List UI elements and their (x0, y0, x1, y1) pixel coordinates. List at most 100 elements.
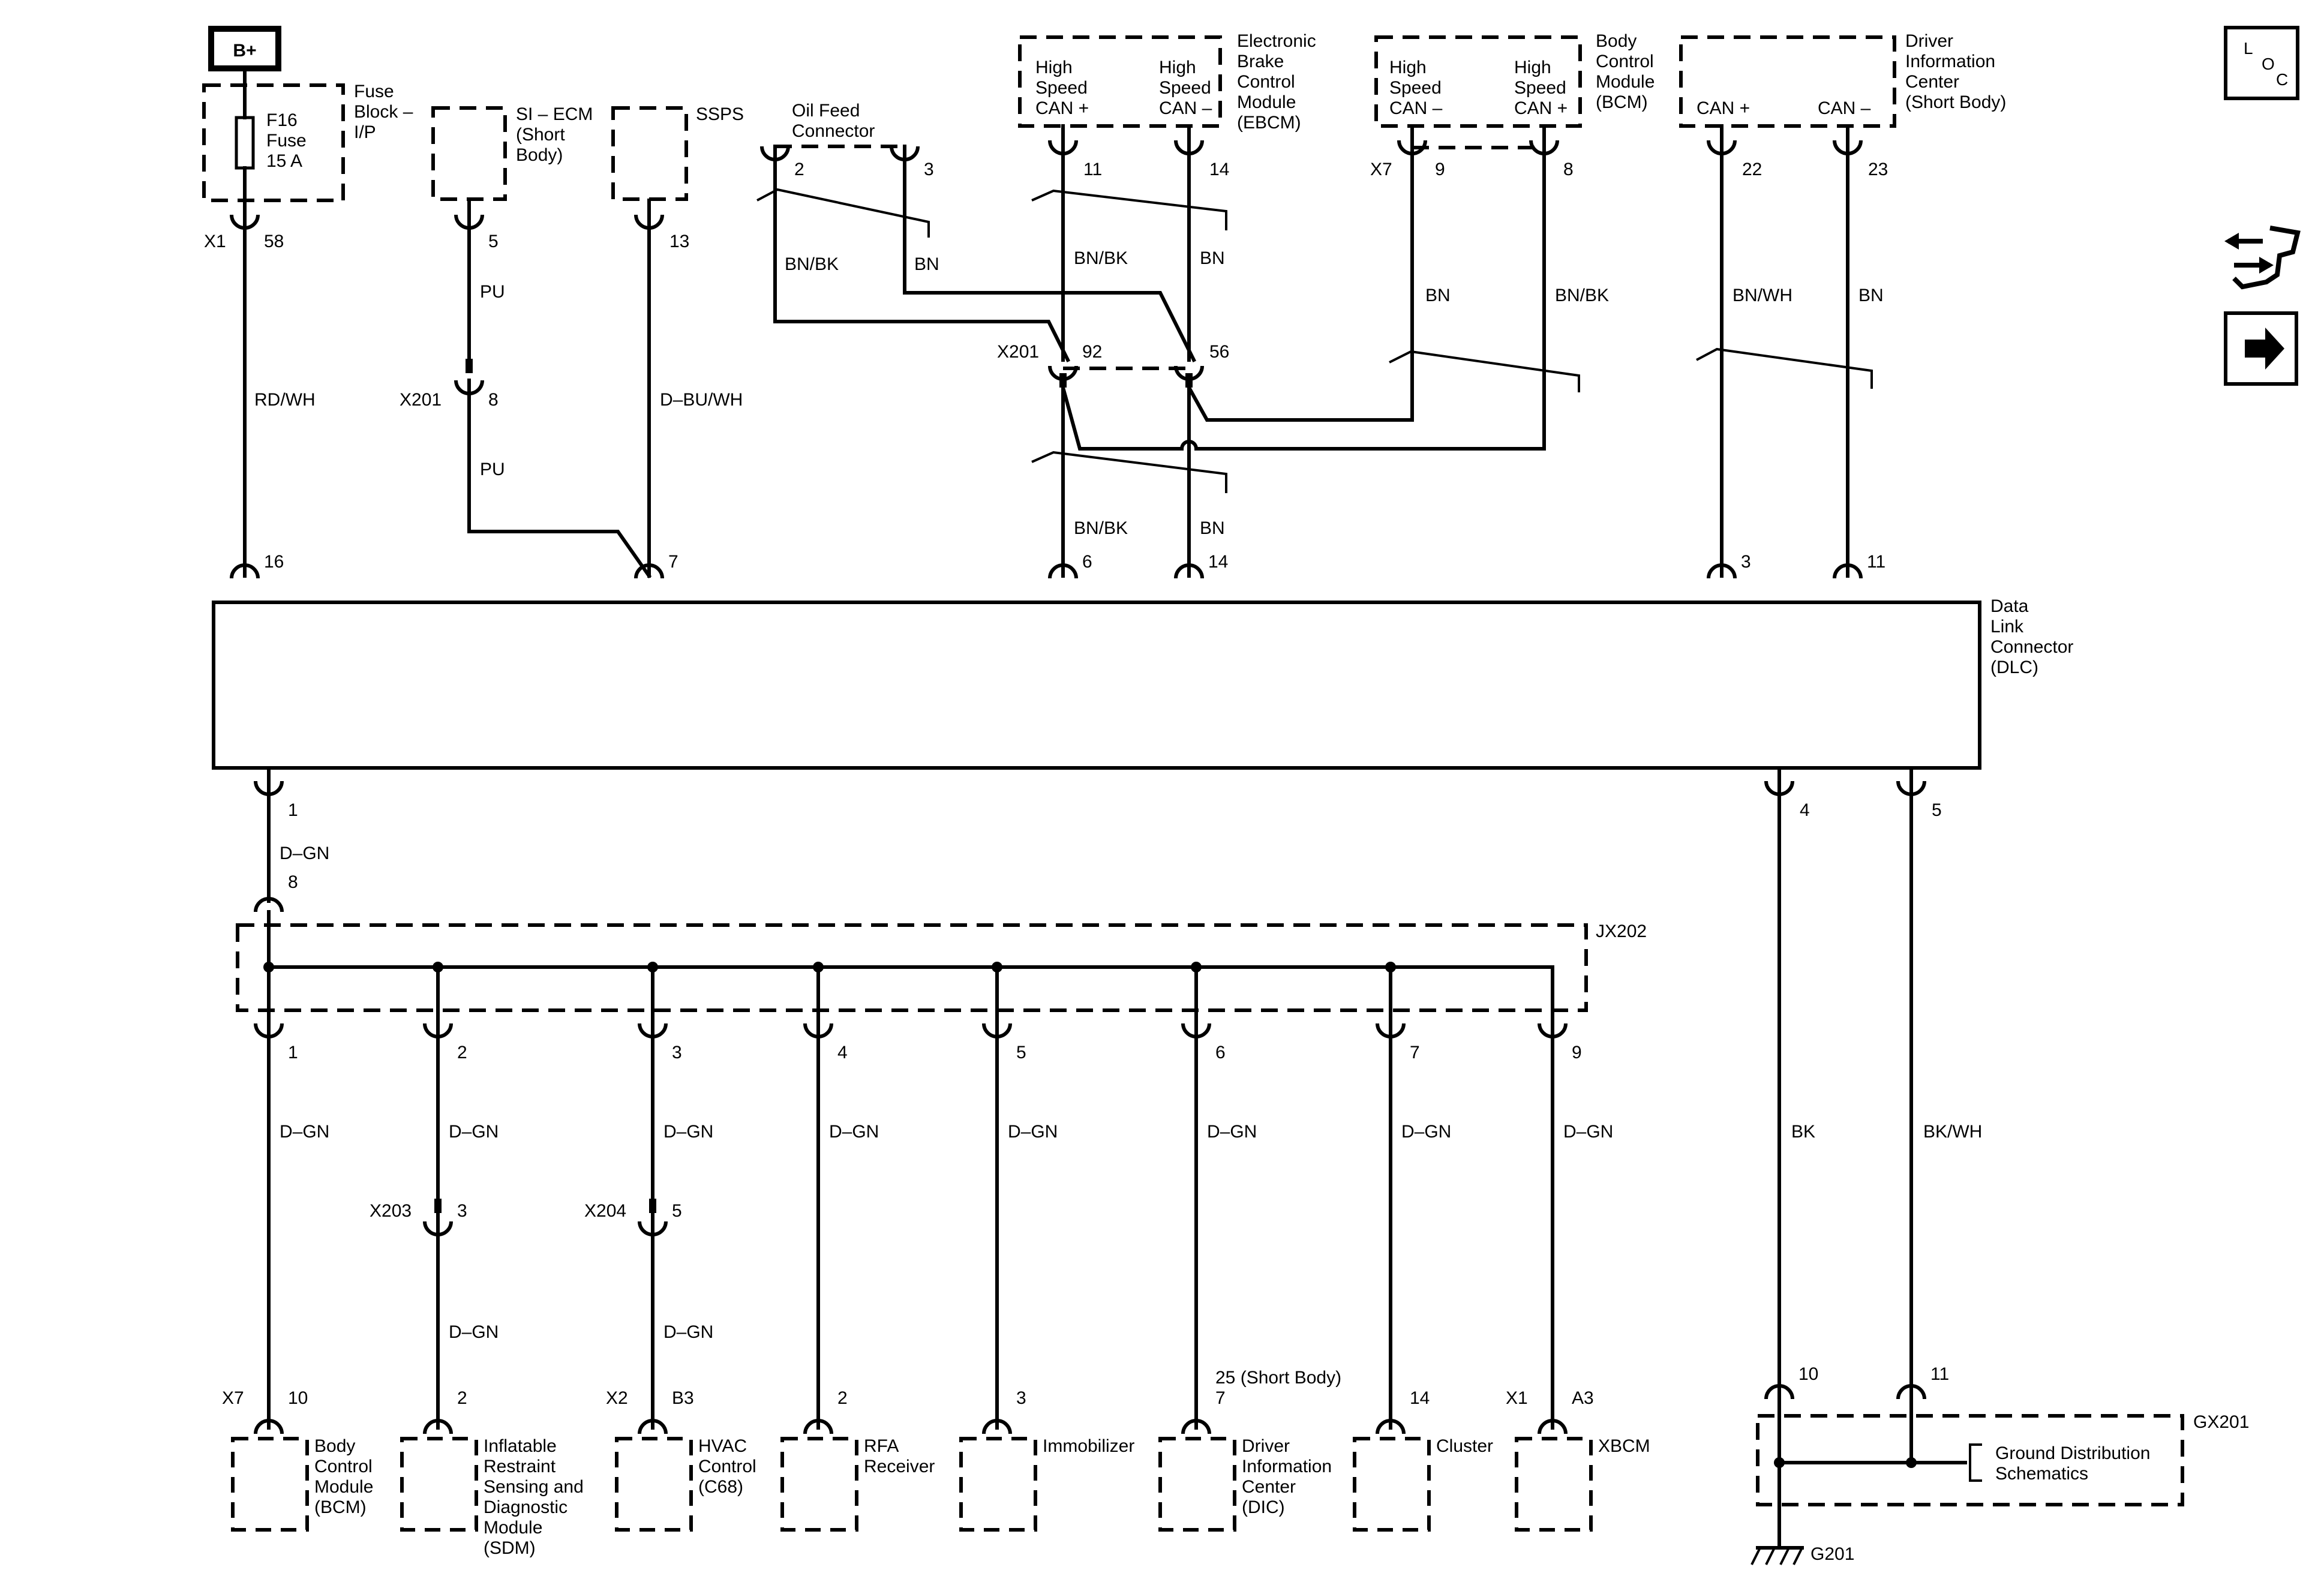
wire-pu1: PU (480, 282, 505, 302)
gx201-pin-10: 10 (1798, 1364, 1818, 1384)
ebcm-title4: Module (1237, 92, 1296, 112)
dlc-pin-3: 3 (1741, 552, 1751, 572)
module-sdm-label3: Sensing and (484, 1477, 584, 1497)
dlc-pin-14: 14 (1208, 552, 1228, 572)
x1-connector-label: X1 (204, 232, 226, 251)
x201-si-pin: 8 (488, 390, 499, 410)
ebcm-term-a2: Speed (1035, 78, 1088, 98)
module-dic-label4: (DIC) (1242, 1497, 1285, 1517)
wire-bcm-bn: BN (1425, 286, 1451, 305)
bcm-top-term-a3: CAN – (1389, 98, 1443, 118)
svg-text:B+: B+ (233, 41, 256, 61)
wire-bcm-bnbk: BN/BK (1555, 286, 1609, 305)
module-1-pin: 10 (288, 1388, 308, 1408)
module-8-connector: X1 (1506, 1388, 1528, 1408)
wire-bkwh: BK/WH (1923, 1122, 1982, 1142)
module-rfa-label2: Receiver (864, 1457, 935, 1476)
gx201-pin-11: 11 (1930, 1364, 1949, 1384)
module-sdm-box (400, 1437, 478, 1532)
ssps-label: SSPS (696, 104, 744, 124)
wire-dgn-1: D–GN (280, 1122, 329, 1142)
ssps-pin: 13 (669, 232, 689, 251)
module-immobilizer-label: Immobilizer (1043, 1436, 1134, 1456)
module-bcm-label3: Module (314, 1477, 373, 1497)
oil-feed-label2: Connector (792, 121, 875, 141)
module-hvac-label: HVAC (698, 1436, 747, 1456)
jx202-out-pin-1: 1 (288, 1043, 298, 1062)
dic-top-title: Driver (1905, 31, 1953, 51)
dic-top-title4: (Short Body) (1905, 92, 2006, 112)
wire-dgn-main: D–GN (280, 843, 329, 863)
dic-top-term-b: CAN – (1818, 98, 1871, 118)
module-dic-box (1158, 1437, 1236, 1532)
ebcm-term-b: High (1159, 58, 1196, 77)
module-immobilizer-box (959, 1437, 1037, 1532)
ebcm-term-b2: Speed (1159, 78, 1211, 98)
fuse-block-title2: Block – (354, 102, 413, 122)
module-sdm-label: Inflatable (484, 1436, 557, 1456)
ebcm-title5: (EBCM) (1237, 113, 1301, 133)
dic-top-term-a: CAN + (1697, 98, 1750, 118)
dlc-pin-16: 16 (264, 552, 284, 572)
wire-dgn-3: D–GN (663, 1122, 713, 1142)
next-page-arrow-icon[interactable] (2224, 311, 2298, 386)
dlc-top-pins (232, 565, 1861, 578)
bcm-top-term-b2: Speed (1514, 78, 1566, 98)
bcm-top-term-a: High (1389, 58, 1427, 77)
ebcm-pin-11: 11 (1083, 160, 1102, 179)
module-sdm-label6: (SDM) (484, 1538, 536, 1558)
module-pins (256, 1421, 1566, 1434)
dic-top-pin-22: 22 (1742, 160, 1762, 179)
module-bcm-label4: (BCM) (314, 1497, 367, 1517)
si-ecm-label: SI – ECM (516, 104, 593, 124)
fuse-label-line3: 15 A (266, 151, 302, 171)
module-hvac-box (615, 1437, 693, 1532)
wire-pu2: PU (480, 460, 505, 479)
module-dic-label3: Center (1242, 1477, 1296, 1497)
wire-dgn-2: D–GN (449, 1122, 499, 1142)
wire-dbuwh: D–BU/WH (660, 390, 743, 410)
ebcm-pin-14: 14 (1209, 160, 1229, 179)
dlc-pin-4: 4 (1800, 800, 1810, 820)
ebcm-box (1018, 35, 1222, 128)
jx202-label: JX202 (1596, 921, 1647, 941)
bcm-top-box (1374, 35, 1582, 128)
wire-dgn-4: D–GN (829, 1122, 879, 1142)
wire-ebcm-bn: BN (1200, 248, 1225, 268)
wire-low-bnbk: BN/BK (1074, 518, 1128, 538)
module-4-pin: 2 (837, 1388, 848, 1408)
module-7-pin: 14 (1410, 1388, 1430, 1408)
wire-dgn-6: D–GN (1207, 1122, 1257, 1142)
dic-top-title2: Information (1905, 52, 1995, 71)
wire-dic-bn: BN (1858, 286, 1884, 305)
si-ecm-label2: (Short (516, 125, 565, 145)
loc-icon[interactable]: L O C (2224, 26, 2299, 100)
module-1-connector: X7 (222, 1388, 244, 1408)
module-dic-label2: Information (1242, 1457, 1332, 1476)
loc-letter-o: O (2262, 55, 2275, 73)
module-xbcm-label: XBCM (1598, 1436, 1650, 1456)
connector-tool-icon[interactable] (2224, 226, 2301, 290)
ground-symbol-icon (1750, 1546, 1804, 1565)
x204-connector: X204 (584, 1201, 626, 1221)
oil-feed-pin-3: 3 (924, 160, 934, 179)
ebcm-term-a3: CAN + (1035, 98, 1089, 118)
ebcm-title2: Brake (1237, 52, 1284, 71)
fuse-block-title: Fuse (354, 82, 394, 101)
module-5-pin: 3 (1016, 1388, 1026, 1408)
x204-pin: 5 (672, 1201, 682, 1221)
ebcm-title3: Control (1237, 72, 1295, 92)
bcm-top-title: Body (1596, 31, 1637, 51)
wire-dgn-7: D–GN (1401, 1122, 1451, 1142)
x201-si-connector: X201 (400, 390, 442, 410)
ebcm-term-a: High (1035, 58, 1073, 77)
bcm-top-term-a2: Speed (1389, 78, 1442, 98)
jx202-out-pin-3: 3 (672, 1043, 682, 1062)
module-bcm-label2: Control (314, 1457, 373, 1476)
wire-ebcm-bnbk: BN/BK (1074, 248, 1128, 268)
wire-dgn-2b: D–GN (449, 1322, 499, 1342)
battery-positive-badge: B+ (208, 26, 281, 71)
si-ecm-pin: 5 (488, 232, 499, 251)
data-link-connector-box (212, 601, 1981, 770)
dlc-title3: Connector (1990, 637, 2073, 657)
